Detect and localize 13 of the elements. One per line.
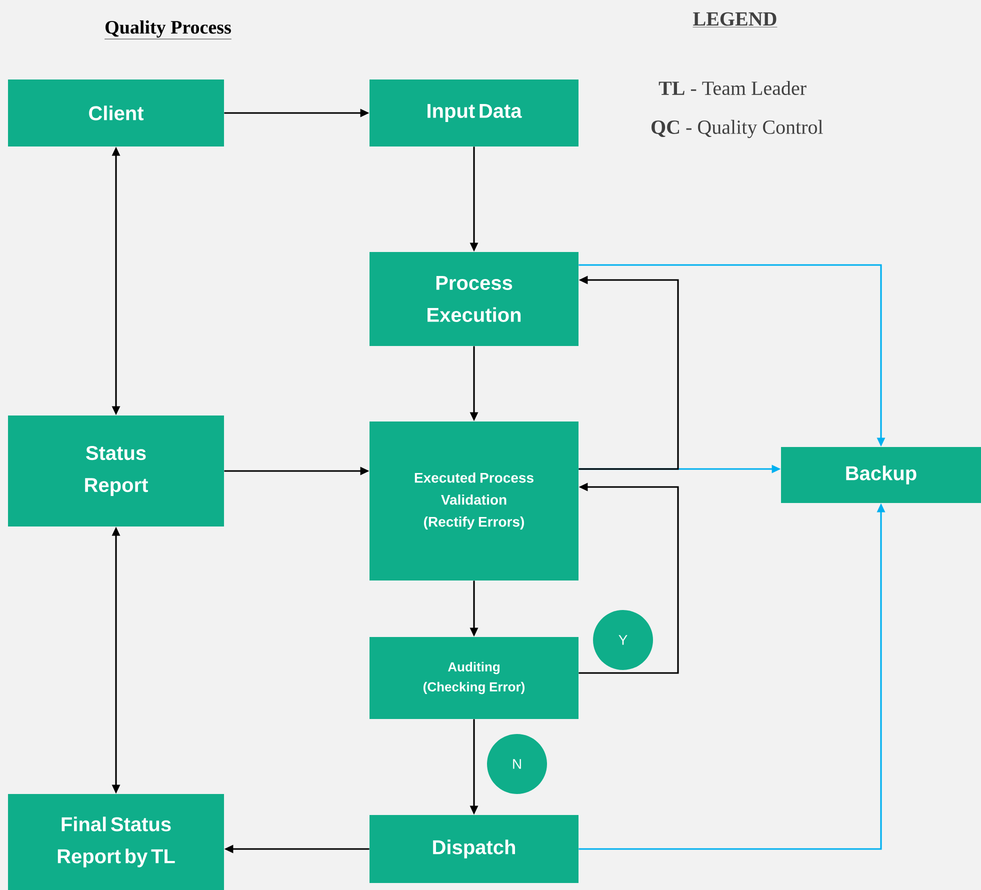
process-box: Executed Process Validation (Rectify Errors) bbox=[370, 422, 578, 580]
process-box: Client bbox=[8, 80, 224, 146]
process-box: Process Execution bbox=[370, 252, 578, 346]
process-box: Final Status Report by TL bbox=[8, 794, 224, 890]
legend-heading: LEGEND bbox=[692, 12, 778, 28]
process-box: Backup bbox=[781, 447, 981, 503]
process-box: Dispatch bbox=[370, 815, 578, 883]
process-box: Input Data bbox=[370, 80, 578, 146]
process-box: Status Report bbox=[8, 416, 224, 526]
legend-entry: QC - Quality Control bbox=[652, 120, 823, 138]
heading: Quality Process bbox=[104, 20, 232, 40]
legend-entry: TL - Team Leader bbox=[658, 80, 806, 96]
process-box: Auditing (Checking Error) bbox=[370, 637, 578, 719]
